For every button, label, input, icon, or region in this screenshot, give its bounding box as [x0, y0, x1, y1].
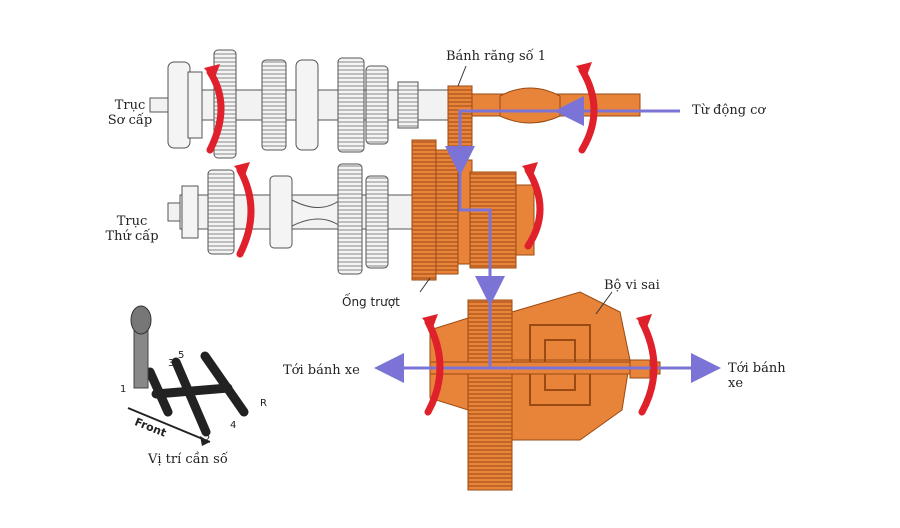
shift-digit-5: 5 — [178, 350, 185, 361]
differential-leader — [595, 291, 613, 315]
primary-shaft — [149, 49, 471, 159]
shift-digit-1: 1 — [120, 384, 127, 395]
primary-shaft-label-line2: Sơ cấp — [107, 113, 153, 128]
to-wheel-left-label: Tới bánh xe — [283, 363, 360, 378]
sleeve-leader — [419, 277, 431, 293]
gear1-leader — [457, 65, 467, 87]
to-wheel-right-label: Tới bánh xe — [728, 361, 786, 391]
to-wheel-right-line2: xe — [728, 376, 744, 391]
gear-1-label: Bánh răng số 1 — [446, 49, 547, 64]
gear-shifter-icon — [127, 305, 250, 446]
rotation-arrow-heads — [204, 62, 652, 330]
differential-label: Bộ vi sai — [604, 278, 660, 293]
secondary-shaft-label: Trục Thứ cấp — [102, 214, 162, 244]
primary-shaft-label-line1: Trục — [114, 98, 146, 113]
shift-digit-3: 3 — [168, 358, 175, 369]
power-flow-arrow-icon — [374, 96, 721, 383]
primary-shaft-label: Trục Sơ cấp — [100, 98, 160, 128]
secondary-shaft-label-line2: Thứ cấp — [105, 229, 159, 244]
shift-digit-4: 4 — [230, 420, 237, 431]
secondary-shaft-label-line1: Trục — [116, 214, 148, 229]
shifter-position-label: Vị trí cần số — [148, 452, 228, 467]
from-engine-label: Từ động cơ — [692, 103, 766, 118]
to-wheel-right-line1: Tới bánh — [728, 361, 786, 376]
shift-digit-r: R — [260, 398, 267, 409]
secondary-shaft — [167, 163, 421, 275]
sliding-sleeve-label: Ống trượt — [342, 295, 400, 309]
shift-digit-2: 2 — [204, 434, 211, 445]
